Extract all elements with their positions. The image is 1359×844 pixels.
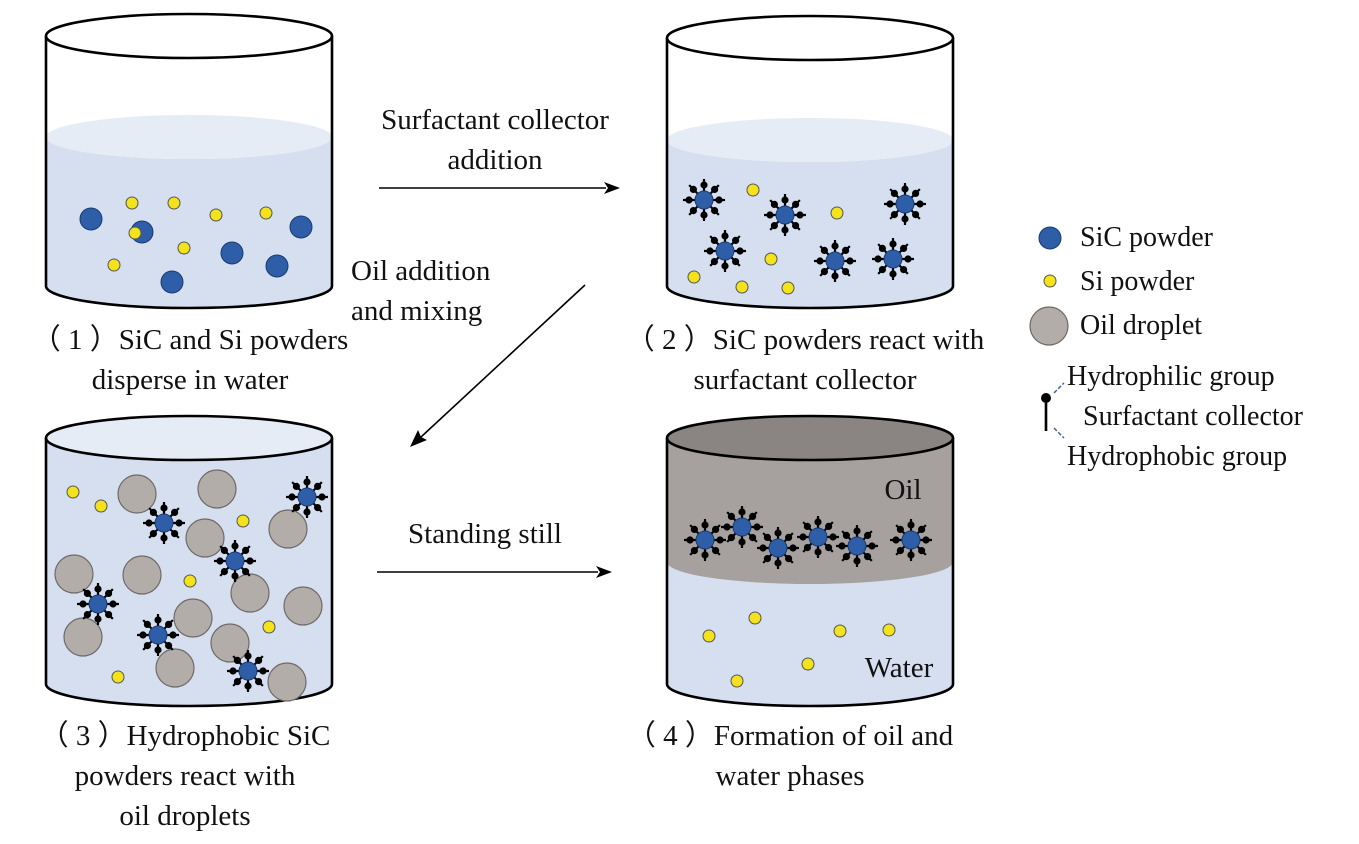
si-particles-4 [702,611,896,688]
legend-sic-marker [1038,226,1062,250]
step-4-line1: Formation of oil and [713,720,954,752]
step-1-caption: （ 1 ）SiC and Si powders disperse in wate… [0,320,380,400]
legend-si-label: Si powder [1080,266,1195,297]
water-phase-label: Water [865,652,934,684]
oil-phase-label: Oil [884,474,921,506]
step-3-number: （ 3 ） [39,720,127,752]
legend-surfactant-label: Surfactant collector [1083,401,1304,432]
arrow-3-label: Standing still [360,514,610,554]
step-1-line2: disperse in water [91,364,289,396]
arrow-1-to-2 [379,182,620,194]
step-3-line1: Hydrophobic SiC [126,720,331,752]
step-2-number: （ 2 ） [625,324,713,356]
si-particles-3 [66,485,276,684]
step-4-number: （ 4 ） [626,720,714,752]
si-particles-1 [107,196,273,272]
beaker-2 [665,14,955,310]
legend-oil-marker [1029,306,1069,346]
beaker-4 [665,414,955,708]
legend-markers [1029,226,1069,439]
step-2-caption: （ 2 ）SiC powders react with surfactant c… [605,320,1005,400]
step-4-caption: （ 4 ）Formation of oil and water phases [600,716,980,796]
si-particles-2 [687,183,844,295]
legend-si-marker [1043,274,1057,288]
step-4-line2: water phases [715,760,865,792]
step-3-line2: powders react with [74,760,296,792]
legend-hydrophilic-label: Hydrophilic group [1067,361,1275,392]
arrow-2-label-line1: Oil addition [351,255,491,287]
oil-droplets-3 [54,469,323,702]
arrow-3-label-line1: Standing still [408,518,562,550]
arrow-2-label-line2: and mixing [351,295,483,327]
arrow-2-label: Oil addition and mixing [351,251,541,331]
arrow-1-label-line1: Surfactant collector [381,104,609,136]
arrow-2-to-3 [410,284,586,447]
arrow-3-to-4 [377,566,612,578]
step-3-line3: oil droplets [119,800,251,832]
step-3-caption: （ 3 ）Hydrophobic SiC powders react with … [5,716,365,836]
arrow-1-label-line2: addition [447,144,543,176]
arrow-1-label: Surfactant collector addition [345,100,645,180]
legend-hydrophobic-label: Hydrophobic group [1067,441,1288,472]
legend-sic-label: SiC powder [1080,222,1213,253]
step-1-line1: SiC and Si powders [118,324,349,356]
step-2-line2: surfactant collector [693,364,917,396]
step-2-line1: SiC powders react with [712,324,985,356]
sic-particles-1 [79,207,313,294]
step-1-number: （ 1 ） [31,324,119,356]
legend-collector-marker [1041,382,1065,439]
beaker-3 [44,414,334,708]
beaker-1 [44,12,334,310]
legend-oil-label: Oil droplet [1080,310,1203,341]
